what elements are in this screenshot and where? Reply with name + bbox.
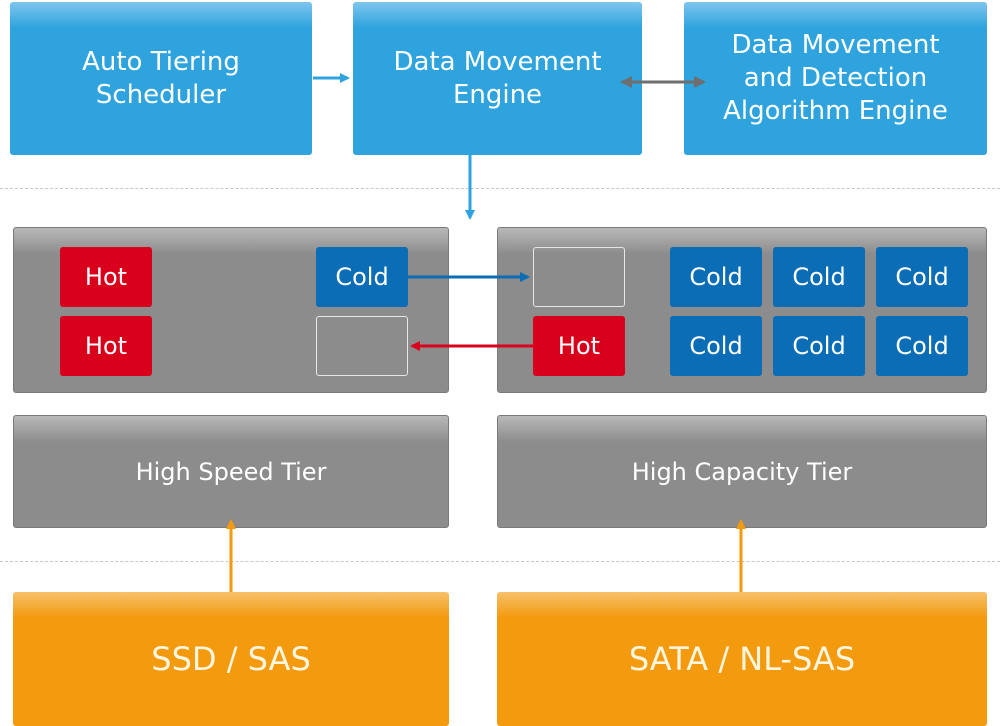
high-capacity-tier-label: High Capacity Tier (631, 457, 853, 486)
cold-chip: Cold (316, 247, 408, 307)
empty-slot (533, 247, 625, 307)
section-divider-top (0, 188, 1000, 189)
cold-chip: Cold (876, 316, 968, 376)
high-capacity-tier: High Capacity Tier (497, 415, 987, 528)
empty-slot (316, 316, 408, 376)
auto-tiering-scheduler-box: Auto Tiering Scheduler (10, 2, 312, 155)
cold-chip: Cold (670, 316, 762, 376)
hot-chip: Hot (533, 316, 625, 376)
sata-nlsas-drive-box: SATA / NL-SAS (497, 592, 987, 726)
data-movement-engine-box: Data Movement Engine (353, 2, 642, 155)
high-speed-tier: High Speed Tier (13, 415, 449, 528)
cold-chip: Cold (876, 247, 968, 307)
section-divider-bottom (0, 561, 1000, 562)
cold-chip: Cold (670, 247, 762, 307)
ssd-sas-drive-box: SSD / SAS (13, 592, 449, 726)
high-speed-tier-label: High Speed Tier (135, 457, 327, 486)
hot-chip: Hot (60, 316, 152, 376)
hot-chip: Hot (60, 247, 152, 307)
cold-chip: Cold (773, 316, 865, 376)
detection-algorithm-engine-box: Data Movement and Detection Algorithm En… (684, 2, 987, 155)
cold-chip: Cold (773, 247, 865, 307)
